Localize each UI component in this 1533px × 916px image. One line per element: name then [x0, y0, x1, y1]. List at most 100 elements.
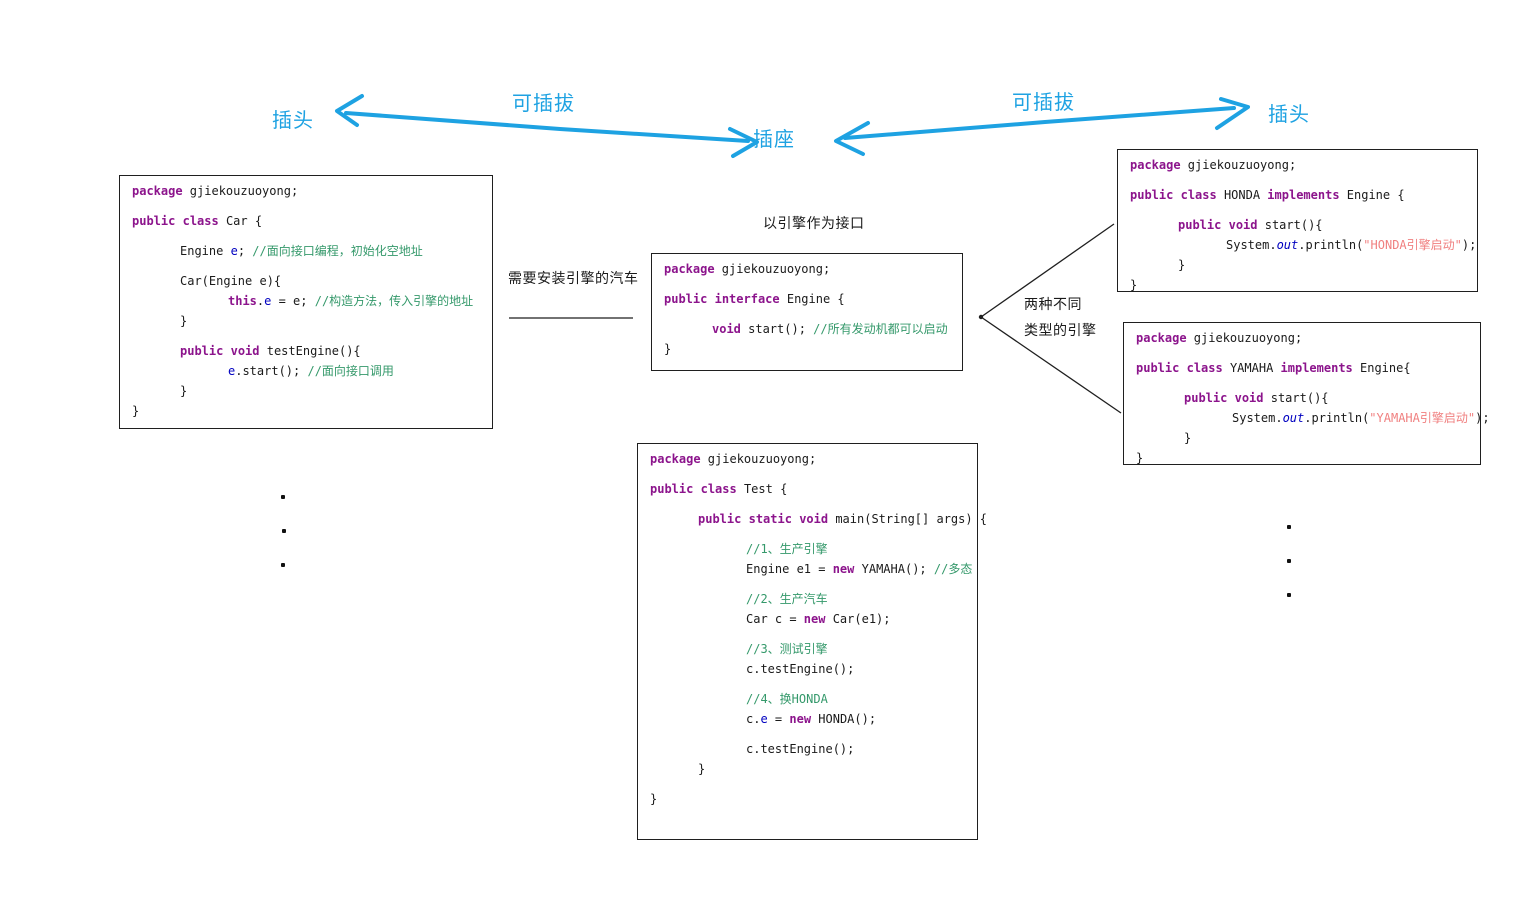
ellipsis-dot: [281, 495, 285, 499]
code-token-pl: c.testEngine();: [746, 662, 855, 676]
code-token-pl: Engine{: [1352, 361, 1411, 375]
code-blank-line: [650, 779, 969, 789]
code-token-pl: gjiekouzuoyong;: [714, 262, 831, 276]
code-blank-line: [1136, 348, 1472, 358]
code-box-test-class: package gjiekouzuoyong;public class Test…: [637, 443, 987, 840]
code-token-cmt: //3、测试引擎: [746, 642, 828, 656]
code-token-kw: public: [1178, 218, 1222, 232]
code-token-cmt: //1、生产引擎: [746, 542, 828, 556]
code-token-pl: =: [767, 712, 790, 726]
code-token-pl: System.: [1232, 411, 1283, 425]
code-box-yamaha-class: package gjiekouzuoyong;public class YAMA…: [1123, 322, 1490, 468]
code-line: public static void main(String[] args) {: [650, 509, 987, 529]
code-blank-line: [650, 629, 969, 639]
code-token-pl: .: [256, 294, 265, 308]
label-car-needs-engine: 需要安装引擎的汽车: [508, 270, 639, 286]
code-token-pl: start(){: [1263, 391, 1329, 405]
code-line: c.e = new HONDA();: [650, 709, 969, 729]
code-line: this.e = e; //构造方法，传入引擎的地址: [132, 291, 484, 311]
code-token-pl: [1221, 218, 1228, 232]
code-token-kw: class: [1180, 188, 1217, 202]
branch-junction-dot: [978, 314, 984, 320]
code-token-cmt: //构造方法，传入引擎的地址: [314, 294, 474, 308]
code-token-pl: YAMAHA: [1222, 361, 1281, 375]
code-token-pl: }: [1130, 278, 1138, 292]
code-line: Engine e; //面向接口编程，初始化空地址: [132, 241, 484, 261]
label-two-different: 两种不同: [1024, 296, 1082, 312]
code-token-pl: testEngine(){: [259, 344, 361, 358]
code-token-var: e: [264, 294, 272, 308]
code-line: Car(Engine e){: [132, 271, 484, 291]
code-blank-line: [132, 331, 484, 341]
code-token-pl: Car {: [218, 214, 263, 228]
code-token-kw: void: [1234, 391, 1264, 405]
code-token-pl: ;: [237, 244, 253, 258]
code-line: public class HONDA implements Engine {: [1130, 185, 1469, 205]
code-token-kw: package: [132, 184, 183, 198]
code-line: //4、换HONDA: [650, 689, 969, 709]
code-token-kw: public: [132, 214, 176, 228]
code-line: }: [1130, 255, 1469, 275]
code-token-pl: .start();: [235, 364, 308, 378]
code-line: c.testEngine();: [650, 739, 969, 759]
code-blank-line: [132, 261, 484, 271]
code-line: System.out.println("HONDA引擎启动");: [1130, 235, 1476, 255]
code-token-str: "HONDA引擎启动": [1363, 238, 1462, 252]
code-line: c.testEngine();: [650, 659, 969, 679]
code-token-kw: void: [799, 512, 829, 526]
code-token-pl: [707, 292, 714, 306]
code-blank-line: [650, 529, 969, 539]
code-token-kw: package: [664, 262, 715, 276]
code-line: package gjiekouzuoyong;: [1130, 155, 1469, 175]
code-token-str: "YAMAHA引擎启动": [1369, 411, 1476, 425]
code-line: }: [132, 401, 484, 421]
code-token-pl: [223, 344, 230, 358]
code-token-kw: implements: [1267, 188, 1340, 202]
code-token-kw: void: [1228, 218, 1258, 232]
code-blank-line: [1130, 205, 1469, 215]
code-line: }: [1130, 275, 1469, 295]
code-token-kw: public: [1130, 188, 1174, 202]
code-box-car-class: package gjiekouzuoyong;public class Car …: [119, 175, 493, 429]
code-token-pl: );: [1461, 238, 1477, 252]
code-token-var: e: [760, 712, 768, 726]
code-line: public class YAMAHA implements Engine{: [1136, 358, 1472, 378]
code-token-kw: package: [1136, 331, 1187, 345]
code-token-pl: Engine: [180, 244, 231, 258]
code-token-pl: [175, 214, 182, 228]
code-token-pl: }: [180, 314, 188, 328]
code-token-pl: [693, 482, 700, 496]
code-line: public interface Engine {: [664, 289, 954, 309]
code-token-pl: Engine {: [779, 292, 845, 306]
code-token-pl: main(String[] args) {: [828, 512, 988, 526]
code-token-kw: class: [1186, 361, 1223, 375]
code-token-kw: package: [1130, 158, 1181, 172]
code-token-kw: public: [180, 344, 224, 358]
code-token-pl: }: [1136, 451, 1144, 465]
ellipsis-dot: [281, 563, 285, 567]
code-token-pl: Car c =: [746, 612, 804, 626]
code-token-kw: public: [1136, 361, 1180, 375]
code-token-kw: void: [712, 322, 741, 336]
code-token-pl: Engine {: [1339, 188, 1405, 202]
code-token-pl: .println(: [1298, 238, 1364, 252]
code-token-vi: out: [1276, 238, 1299, 252]
code-token-vi: out: [1282, 411, 1305, 425]
code-token-pl: }: [1178, 258, 1186, 272]
code-token-kw: static: [748, 512, 792, 526]
code-token-var: e: [228, 364, 236, 378]
code-line: e.start(); //面向接口调用: [132, 361, 484, 381]
code-blank-line: [650, 579, 969, 589]
code-box-engine-interface: package gjiekouzuoyong; public interface …: [651, 253, 963, 371]
code-box-honda-class: package gjiekouzuoyong; public class HOND…: [1117, 149, 1478, 292]
code-token-pl: gjiekouzuoyong;: [182, 184, 299, 198]
code-line: }: [1136, 448, 1472, 468]
code-token-pl: }: [650, 792, 658, 806]
code-line: }: [1136, 428, 1472, 448]
code-blank-line: [132, 201, 484, 211]
code-blank-line: [1136, 378, 1472, 388]
code-token-pl: c.testEngine();: [746, 742, 855, 756]
code-blank-line: [664, 309, 954, 319]
code-token-kw: public: [1184, 391, 1228, 405]
